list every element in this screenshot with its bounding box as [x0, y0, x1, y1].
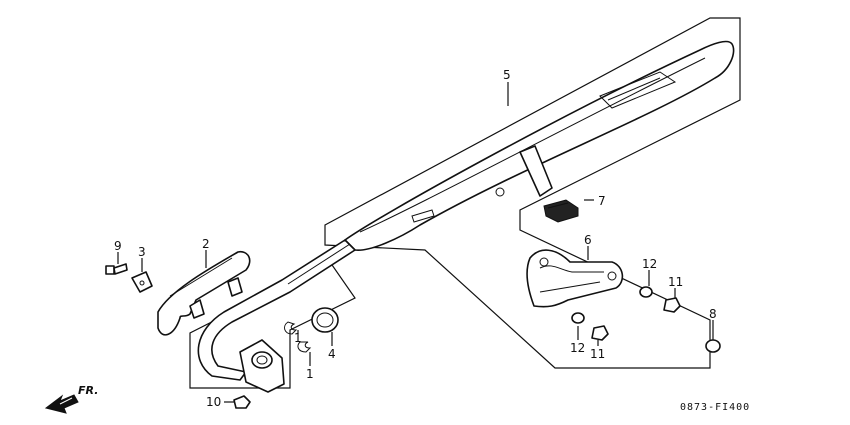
- callout-12-lower: 12: [570, 341, 585, 355]
- callout-10: 10: [206, 395, 221, 409]
- leader-lines: [117, 82, 714, 403]
- exhaust-pipe: [197, 239, 356, 381]
- figure-code: 0873-FI400: [680, 402, 750, 413]
- callout-9: 9: [114, 239, 122, 253]
- clip: [131, 271, 153, 293]
- callout-11-upper: 11: [668, 275, 683, 289]
- front-direction-arrow-icon: [44, 394, 79, 414]
- callout-1-upper: 1: [294, 331, 302, 345]
- callout-3: 3: [138, 245, 146, 259]
- callout-5: 5: [503, 68, 511, 82]
- callout-11-lower: 11: [590, 347, 605, 361]
- callout-1-lower: 1: [306, 367, 314, 381]
- hardware-washers-nuts: [233, 286, 721, 409]
- muffler-bracket: [526, 249, 624, 308]
- collars: [284, 321, 312, 353]
- callout-6: 6: [584, 233, 592, 247]
- callout-4: 4: [328, 347, 336, 361]
- callout-7: 7: [598, 194, 606, 208]
- callout-8: 8: [709, 307, 717, 321]
- gasket: [311, 307, 339, 333]
- front-direction-label: FR.: [78, 384, 98, 397]
- heat-protector: [157, 250, 251, 336]
- rubber-mount: [543, 199, 579, 223]
- callout-2: 2: [202, 237, 210, 251]
- exhaust-flange: [239, 339, 285, 393]
- callout-12-upper: 12: [642, 257, 657, 271]
- bolt: [105, 263, 128, 275]
- muffler: [344, 40, 735, 251]
